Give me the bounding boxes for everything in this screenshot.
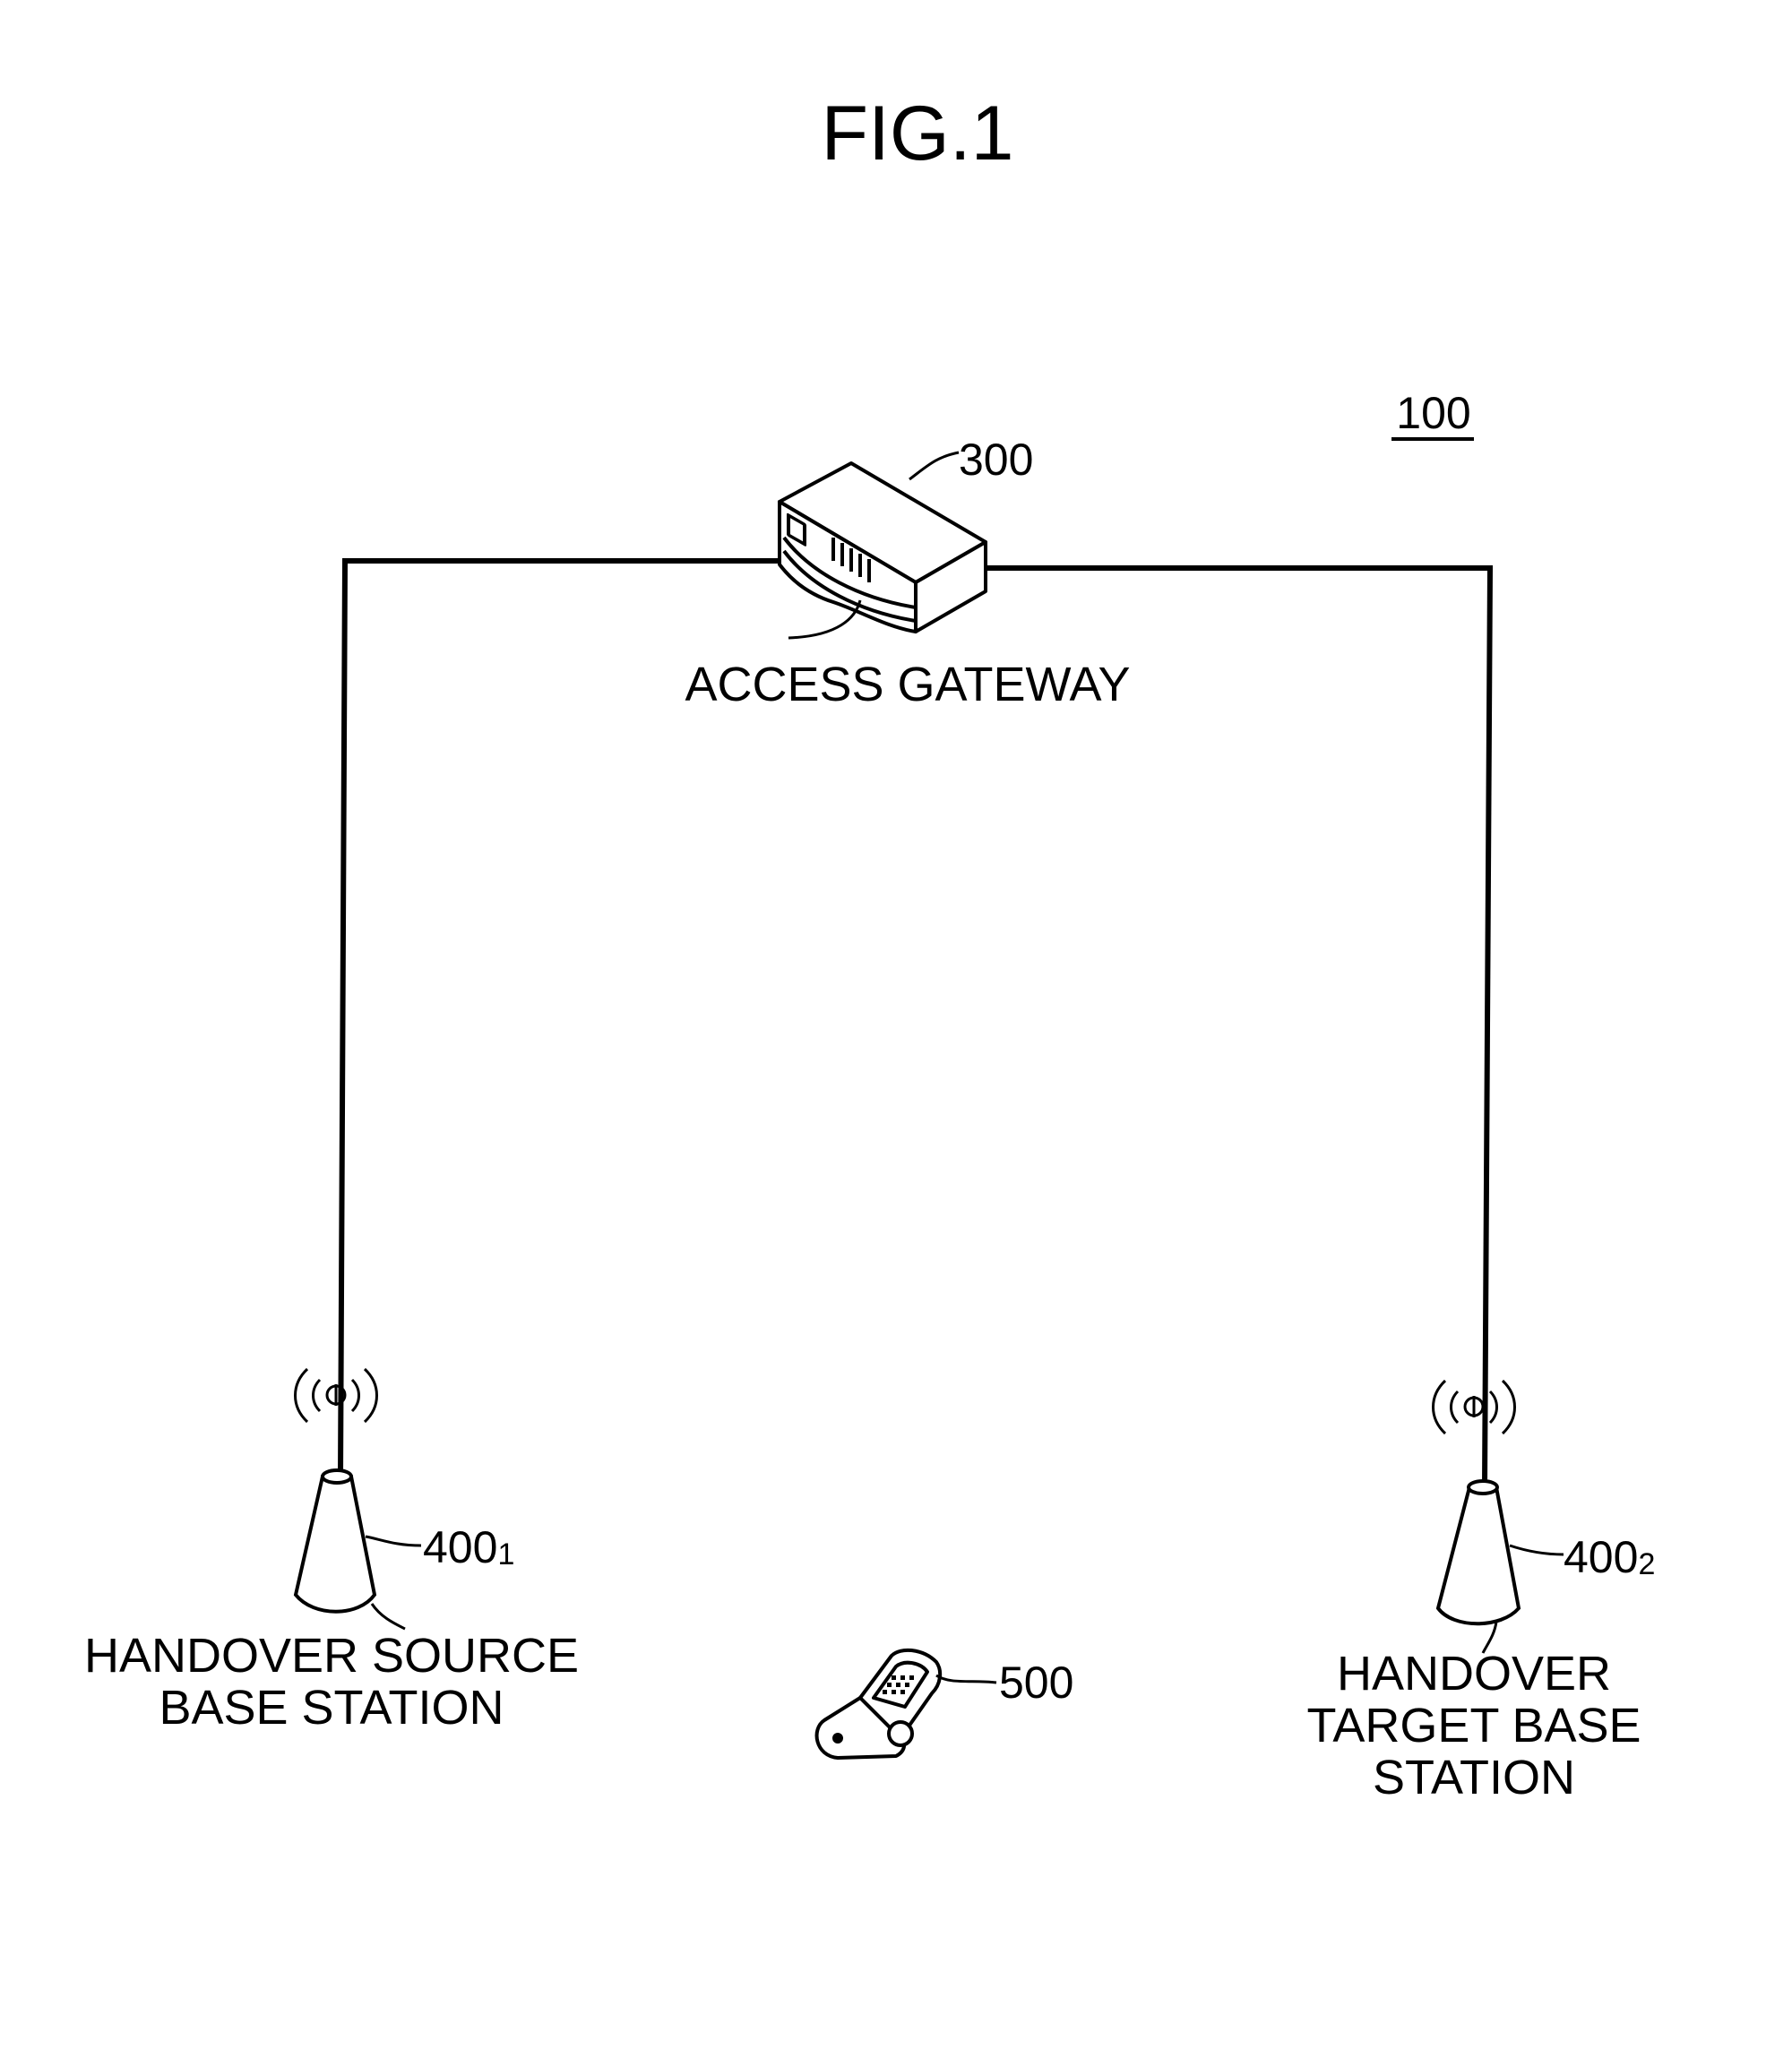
source-label-leader [370, 1603, 406, 1631]
gateway-leader-line [909, 451, 960, 481]
source-label-line-1: HANDOVER SOURCE [84, 1629, 579, 1683]
system-ref-number: 100 [1396, 388, 1470, 438]
access-gateway-icon [778, 461, 987, 633]
target-label-line-2: TARGET BASE [1306, 1699, 1641, 1752]
mobile-leader-line [935, 1674, 997, 1684]
target-antenna-waves-icon [1432, 1379, 1516, 1435]
mobile-phone-icon [814, 1648, 943, 1760]
gateway-label-leader [788, 599, 862, 640]
target-label-line-1: HANDOVER [1337, 1647, 1611, 1701]
gateway-ref-number: 300 [959, 435, 1033, 485]
source-antenna-waves-icon [294, 1367, 378, 1424]
connection-lines [338, 558, 1494, 1488]
gateway-label: ACCESS GATEWAY [685, 658, 1130, 711]
system-reference: 100 [1391, 388, 1474, 441]
source-base-station-icon [293, 1468, 377, 1614]
source-ref-leader [365, 1535, 422, 1547]
target-label-leader [1481, 1621, 1498, 1654]
target-ref-number: 4002 [1564, 1532, 1655, 1582]
source-ref-number: 4001 [423, 1522, 514, 1572]
source-label-line-2: BASE STATION [159, 1681, 504, 1735]
link-gateway-to-target [986, 565, 1494, 1488]
link-gateway-to-source [338, 558, 788, 1479]
target-ref-leader [1509, 1544, 1564, 1556]
figure-title: FIG.1 [821, 90, 1013, 177]
mobile-ref-number: 500 [999, 1658, 1073, 1708]
target-base-station-icon [1435, 1479, 1521, 1626]
target-label-line-3: STATION [1373, 1751, 1575, 1804]
